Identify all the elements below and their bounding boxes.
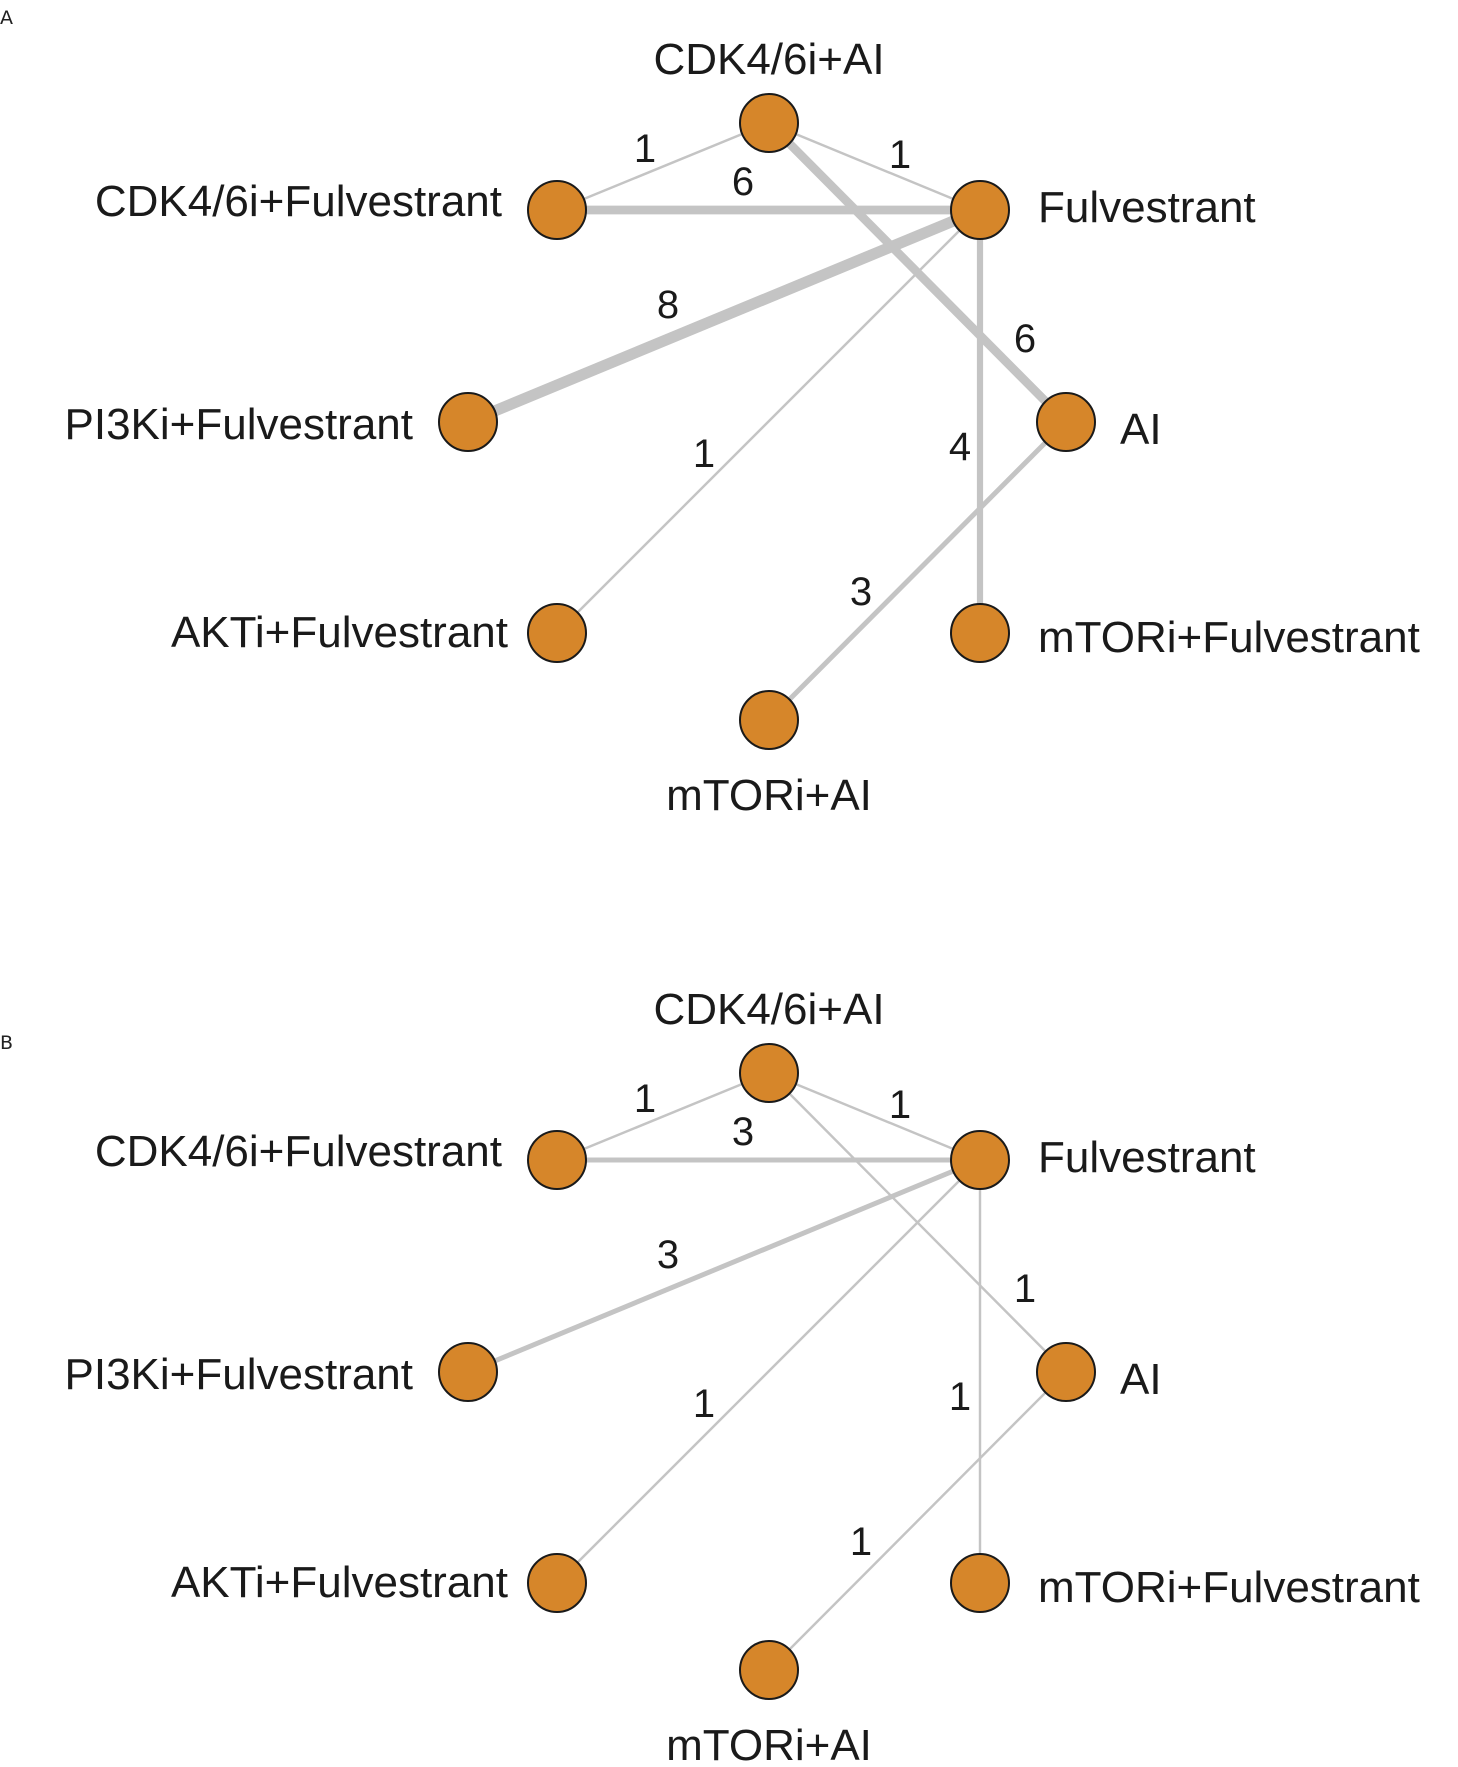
edges: 1 1 6 6 8 1 4 3 [465, 119, 1070, 722]
node-label: AI [1120, 405, 1162, 454]
edge-count-label: 4 [949, 425, 971, 469]
node-circle [739, 690, 799, 750]
node-label: PI3Ki+Fulvestrant [65, 1350, 414, 1399]
edge-line [556, 1159, 981, 1584]
node-label: Fulvestrant [1038, 183, 1256, 232]
edge-count-label: 1 [949, 1375, 971, 1419]
edge-count-label: 6 [1014, 317, 1036, 361]
panel-b: B 1 1 3 1 3 1 1 1 CDK4/6i+AI CDK4/6i+Fulvestrant… [0, 985, 1420, 1767]
node-label: AKTi+Fulvestrant [171, 608, 508, 657]
node-circle [1036, 1342, 1096, 1402]
node-label: AI [1120, 1355, 1162, 1404]
edges: 1 1 3 1 3 1 1 1 [467, 1071, 1067, 1671]
edge-line [768, 1371, 1067, 1671]
node-label: CDK4/6i+AI [653, 35, 884, 84]
edge-line [768, 1071, 981, 1162]
edge-count-label: 1 [850, 1520, 872, 1564]
edge-line [556, 121, 770, 212]
node-circle [438, 1342, 498, 1402]
edge-line [768, 121, 981, 212]
node-circle [527, 603, 587, 663]
panel-letter: B [0, 1032, 13, 1054]
node-label: Fulvestrant [1038, 1133, 1256, 1182]
edge-count-label: 1 [634, 127, 656, 171]
node-circle [438, 392, 498, 452]
edge-count-label: 8 [657, 283, 679, 327]
node-label: mTORi+AI [666, 1721, 872, 1767]
node-label: AKTi+Fulvestrant [171, 1558, 508, 1607]
edge-count-label: 1 [693, 432, 715, 476]
edge-line [465, 204, 983, 428]
node-label: mTORi+Fulvestrant [1038, 1563, 1420, 1612]
panel-letter: A [0, 7, 13, 29]
node-label: CDK4/6i+AI [653, 985, 884, 1034]
node-label: mTORi+Fulvestrant [1038, 613, 1420, 662]
edge-count-label: 3 [657, 1233, 679, 1277]
edge-count-label: 1 [634, 1077, 656, 1121]
node-label: CDK4/6i+Fulvestrant [95, 1127, 502, 1176]
edge-count-label: 6 [732, 160, 754, 204]
edge-count-label: 1 [889, 1083, 911, 1127]
edge-line [556, 1071, 770, 1162]
node-circle [1036, 392, 1096, 452]
edge-count-label: 3 [732, 1110, 754, 1154]
edge-line [767, 420, 1068, 722]
node-circle [739, 1043, 799, 1103]
nodes: CDK4/6i+AI CDK4/6i+Fulvestrant Fulvestrant… [65, 35, 1420, 820]
node-circle [739, 93, 799, 153]
node-circle [527, 1553, 587, 1613]
edge-count-label: 3 [850, 570, 872, 614]
node-circle [527, 1130, 587, 1190]
node-label: PI3Ki+Fulvestrant [65, 400, 414, 449]
node-circle [950, 1553, 1010, 1613]
node-circle [950, 603, 1010, 663]
edge-count-label: 1 [1014, 1267, 1036, 1311]
edge-line [556, 209, 981, 634]
edge-count-label: 1 [693, 1382, 715, 1426]
panel-a: A 1 1 6 6 8 1 4 3 CDK4/6i+AI CDK4/6i+Fulvestrant… [0, 7, 1420, 820]
node-circle [527, 180, 587, 240]
edge-line [467, 1157, 981, 1375]
node-circle [950, 180, 1010, 240]
nodes: CDK4/6i+AI CDK4/6i+Fulvestrant Fulvestrant… [65, 985, 1420, 1767]
node-label: CDK4/6i+Fulvestrant [95, 177, 502, 226]
edge-count-label: 1 [889, 133, 911, 177]
node-circle [950, 1130, 1010, 1190]
node-circle [739, 1640, 799, 1700]
node-label: mTORi+AI [666, 771, 872, 820]
